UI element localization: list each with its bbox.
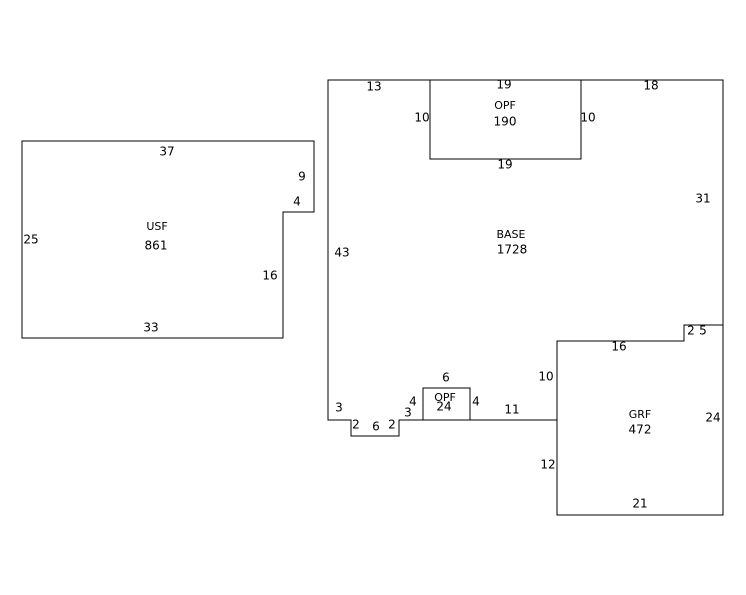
opf-bottom-area-code: OPF: [434, 391, 456, 404]
base-step-down-right-dimension: 2: [388, 418, 396, 432]
opf-top-left-dimension: 10: [414, 111, 429, 125]
grf-right-dimension: 24: [705, 411, 720, 425]
opf-top-outline: [429, 79, 582, 160]
usf-lower-right-dimension: 16: [262, 269, 277, 283]
base-left-dimension: 43: [334, 246, 349, 260]
grf-jog-right-dimension: 5: [699, 324, 707, 338]
usf-bottom-dimension: 33: [143, 321, 158, 335]
base-step-bottom-dimension: 6: [372, 420, 380, 434]
opf-top-top-dimension: 19: [496, 78, 511, 92]
opf-top-right-dimension: 10: [580, 111, 595, 125]
opf-top-bottom-dimension: 19: [497, 158, 512, 172]
usf-outline: [21, 140, 315, 339]
opf-bottom-area-value: 24: [436, 400, 451, 414]
base-step-down-left-dimension: 2: [352, 418, 360, 432]
usf-left-dimension: 25: [23, 233, 38, 247]
grf-top-dimension: 16: [611, 340, 626, 354]
opf-top-area-code: OPF: [494, 99, 516, 112]
base-bottom-middle-dimension: 11: [504, 403, 519, 417]
base-top-right-dimension: 18: [643, 79, 658, 93]
usf-notch-right-dimension: 9: [298, 170, 306, 184]
base-outline: [327, 79, 724, 437]
grf-outline: [556, 324, 724, 516]
base-step-left-dimension: 3: [335, 401, 343, 415]
grf-jog-left-dimension: 2: [687, 324, 695, 338]
grf-area-code: GRF: [629, 408, 652, 421]
opf-bottom-right-dimension: 4: [472, 395, 480, 409]
base-step-right-dimension: 3: [404, 406, 412, 420]
grf-bottom-dimension: 21: [632, 497, 647, 511]
base-right-dimension: 31: [695, 192, 710, 206]
base-top-left-dimension: 13: [366, 80, 381, 94]
base-area-code: BASE: [496, 228, 525, 241]
base-area-value: 1728: [497, 243, 528, 257]
grf-area-value: 472: [629, 423, 652, 437]
usf-top-dimension: 37: [159, 145, 174, 159]
opf-bottom-left-dimension: 4: [409, 395, 417, 409]
usf-area-value: 861: [145, 239, 168, 253]
opf-bottom-outline: [422, 387, 471, 421]
grf-lower-left-dimension: 12: [540, 458, 555, 472]
usf-area-code: USF: [146, 220, 167, 233]
opf-top-area-value: 190: [494, 115, 517, 129]
grf-upper-left-dimension: 10: [538, 370, 553, 384]
opf-bottom-top-dimension: 6: [442, 371, 450, 385]
usf-notch-step-dimension: 4: [293, 195, 301, 209]
